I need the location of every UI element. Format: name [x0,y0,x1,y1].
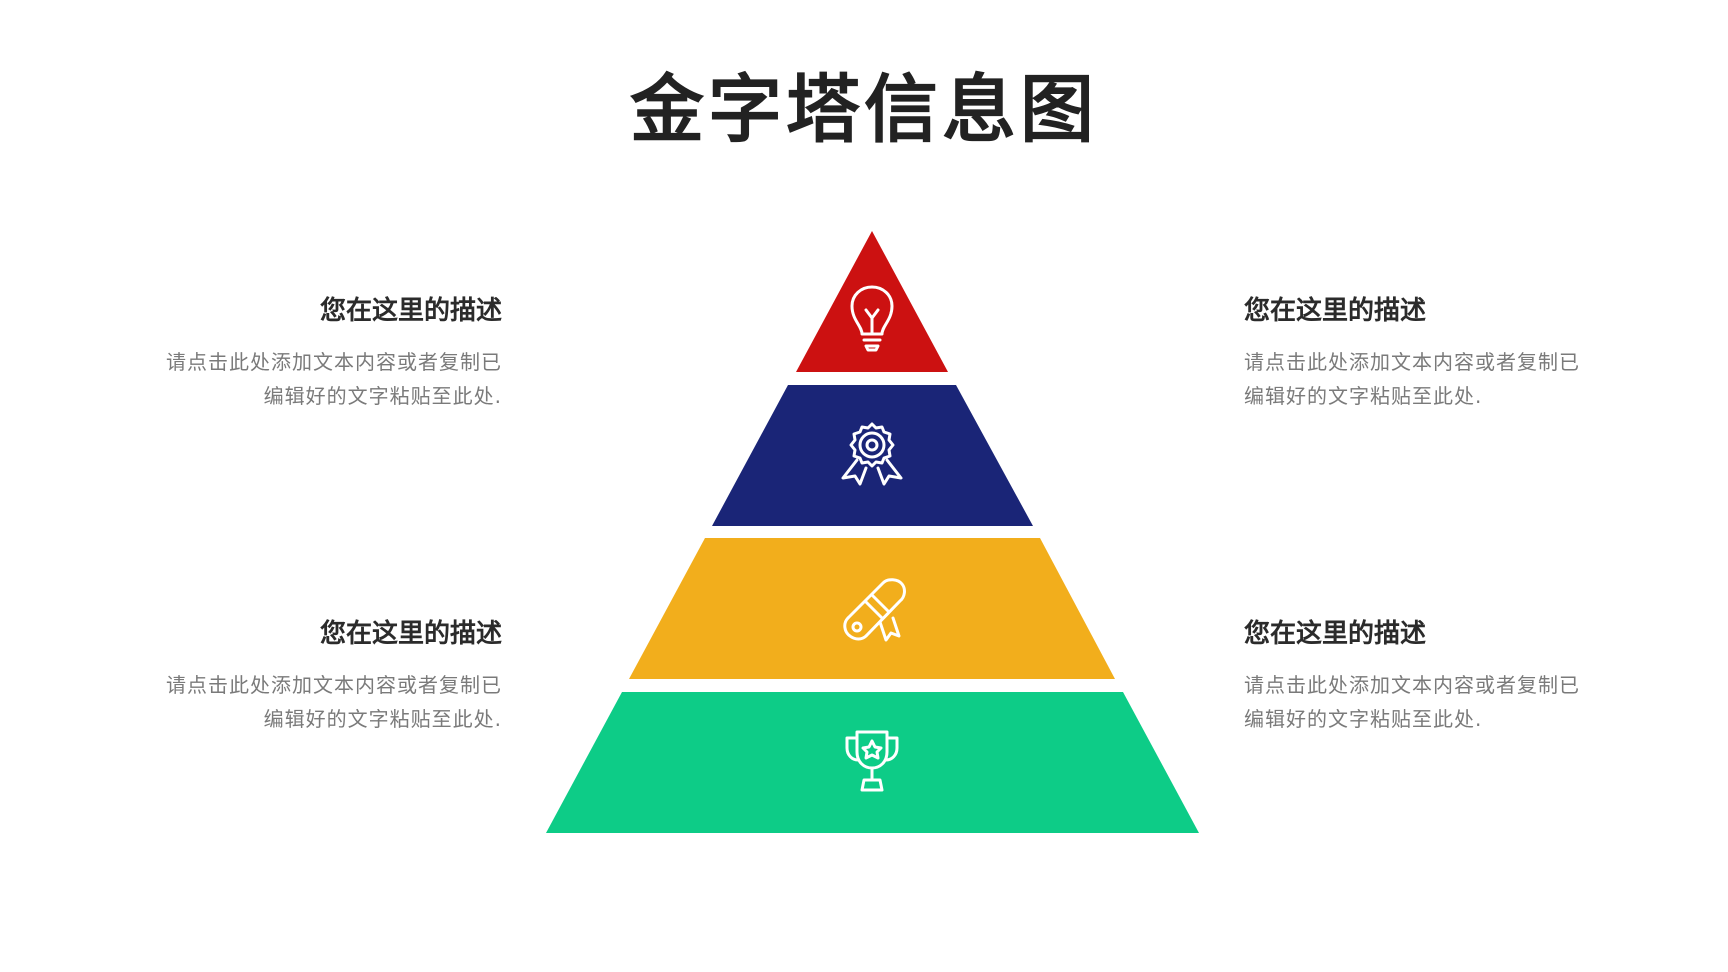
award-badge-icon [841,422,903,486]
description-heading: 您在这里的描述 [319,296,502,326]
description-text-line-1: 请点击此处添加文本内容或者复制已 [1244,350,1580,375]
pyramid-level-1 [796,231,948,372]
pyramid-level-4 [546,692,1199,833]
description-text-line-1: 请点击此处添加文本内容或者复制已 [166,673,502,698]
description-text-line-2: 编辑好的文字粘贴至此处. [1244,707,1483,732]
description-text-line-2: 编辑好的文字粘贴至此处. [1244,384,1483,409]
description-heading: 您在这里的描述 [1244,296,1427,326]
description-bottom-right: 您在这里的描述 请点击此处添加文本内容或者复制已 编辑好的文字粘贴至此处. [1244,619,1634,736]
description-heading: 您在这里的描述 [1244,619,1427,649]
description-text-line-2: 编辑好的文字粘贴至此处. [263,707,502,732]
description-heading: 您在这里的描述 [319,619,502,649]
description-top-right: 您在这里的描述 请点击此处添加文本内容或者复制已 编辑好的文字粘贴至此处. [1244,296,1634,413]
description-top-left: 您在这里的描述 请点击此处添加文本内容或者复制已 编辑好的文字粘贴至此处. [112,296,502,413]
lightbulb-icon [850,285,894,352]
description-bottom-left: 您在这里的描述 请点击此处添加文本内容或者复制已 编辑好的文字粘贴至此处. [112,619,502,736]
description-text-line-2: 编辑好的文字粘贴至此处. [263,384,502,409]
trophy-icon [845,730,899,792]
diploma-scroll-icon [843,578,906,642]
description-text-line-1: 请点击此处添加文本内容或者复制已 [166,350,502,375]
page-title: 金字塔信息图 [630,67,1098,153]
description-text-line-1: 请点击此处添加文本内容或者复制已 [1244,673,1580,698]
